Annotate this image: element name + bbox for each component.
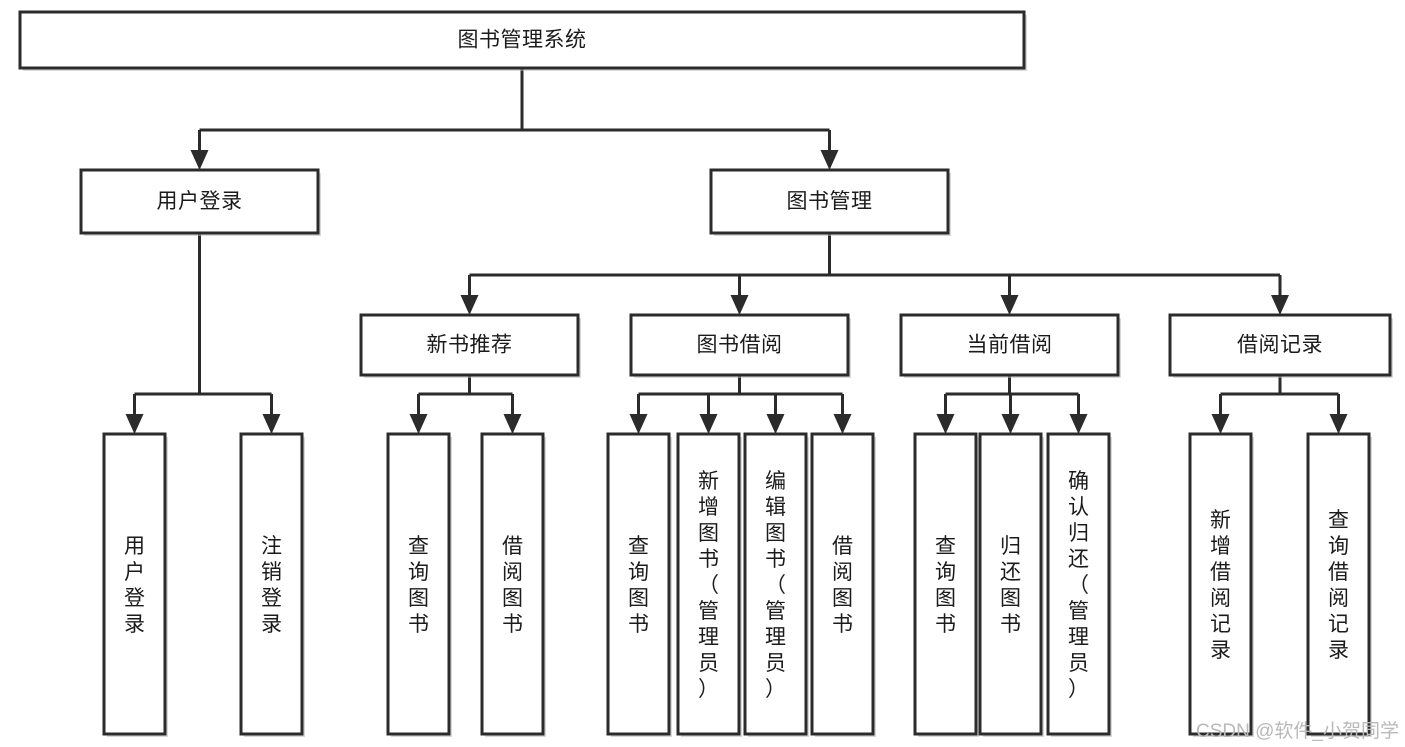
node-rect[interactable] [743,432,808,736]
node-leaf-confirm-return[interactable]: 确认归还（管理员） [1046,432,1112,737]
node-leaf-logout[interactable]: 注销登录 [239,432,305,737]
arrow-head-icon [766,414,785,434]
node-rect[interactable] [676,432,741,736]
arrow-head-icon [1001,414,1020,434]
node-leaf-query-record[interactable]: 查询借阅记录 [1306,432,1372,737]
arrow-head-icon [1211,414,1230,434]
node-leaf-query-book-1[interactable]: 查询图书 [386,432,452,737]
node-rect[interactable] [239,432,304,736]
node-label: 用户登录 [157,190,243,213]
node-rect[interactable] [629,313,850,377]
node-rect[interactable] [102,432,167,736]
arrow-head-icon [936,414,955,434]
node-leaf-query-book-2[interactable]: 查询图书 [606,432,672,737]
connector-group-book-manage [460,233,1289,315]
node-label: 查询图书 [935,535,956,636]
node-new-book-rec[interactable]: 新书推荐 [359,313,581,378]
node-label: 借阅图书 [832,535,853,636]
node-leaf-borrow-book-1[interactable]: 借阅图书 [480,432,546,737]
node-label: 确认归还（管理员） [1068,470,1089,701]
node-rect[interactable] [18,10,1026,70]
node-book-borrow[interactable]: 图书借阅 [629,313,851,378]
arrow-head-icon [629,414,648,434]
arrow-head-icon [1329,414,1348,434]
arrow-head-icon [262,414,281,434]
node-label: 注销登录 [261,535,282,636]
node-leaf-add-book[interactable]: 新增图书（管理员） [676,432,742,737]
node-leaf-edit-book[interactable]: 编辑图书（管理员） [743,432,809,737]
arrow-head-icon [460,295,479,315]
node-label: 归还图书 [1000,535,1021,636]
node-rect[interactable] [899,313,1120,377]
arrow-head-icon [409,414,428,434]
node-rect[interactable] [606,432,671,736]
node-label: 图书管理系统 [458,29,587,52]
arrow-head-icon [125,414,144,434]
arrow-head-icon [820,150,839,170]
arrow-head-icon [833,414,852,434]
connector-group-book-borrow [629,375,852,434]
node-rect[interactable] [913,432,978,736]
node-rect[interactable] [359,313,580,377]
node-label: 新增借阅记录 [1210,509,1231,662]
node-layer: 图书管理系统用户登录图书管理新书推荐图书借阅当前借阅借阅记录用户登录注销登录查询… [18,10,1393,737]
node-label: 查询图书 [408,535,429,636]
node-label: 查询图书 [628,535,649,636]
node-leaf-add-record[interactable]: 新增借阅记录 [1188,432,1254,737]
node-rect[interactable] [386,432,451,736]
node-label: 新书推荐 [427,334,513,357]
node-root[interactable]: 图书管理系统 [18,10,1027,71]
node-label: 用户登录 [124,535,145,636]
node-label: 查询借阅记录 [1328,509,1349,662]
node-label: 借阅图书 [502,535,523,636]
node-leaf-return-book[interactable]: 归还图书 [978,432,1044,737]
node-rect[interactable] [978,432,1043,736]
csdn-watermark: CSDN @软件_小贺同学 [1196,720,1399,742]
connector-group-current-borrow [936,375,1088,434]
node-label: 借阅记录 [1237,334,1323,357]
node-rect[interactable] [810,432,875,736]
node-label: 当前借阅 [967,334,1053,357]
node-book-manage[interactable]: 图书管理 [709,168,951,236]
node-leaf-borrow-book-2[interactable]: 借阅图书 [810,432,876,737]
node-borrow-record[interactable]: 借阅记录 [1168,313,1393,378]
node-rect[interactable] [709,168,950,235]
node-label: 编辑图书（管理员） [765,470,786,701]
node-leaf-user-login[interactable]: 用户登录 [102,432,168,737]
node-leaf-query-book-3[interactable]: 查询图书 [913,432,979,737]
node-user-login[interactable]: 用户登录 [79,168,321,236]
node-label: 图书借阅 [697,334,783,357]
arrow-head-icon [190,150,209,170]
arrow-head-icon [730,295,749,315]
arrow-head-icon [1000,295,1019,315]
node-rect[interactable] [480,432,545,736]
connector-group-new-book-rec [409,375,522,434]
arrow-head-icon [503,414,522,434]
connector-layer [125,68,1348,434]
node-rect[interactable] [1306,432,1371,736]
node-rect[interactable] [1046,432,1111,736]
connector-group-borrow-record [1211,375,1348,434]
arrow-head-icon [1069,414,1088,434]
arrow-head-icon [1271,295,1289,315]
node-rect[interactable] [1188,432,1253,736]
node-current-borrow[interactable]: 当前借阅 [899,313,1121,378]
node-label: 图书管理 [787,190,873,213]
node-rect[interactable] [1168,313,1392,377]
node-label: 新增图书（管理员） [698,470,719,701]
node-rect[interactable] [79,168,320,235]
connector-group-user-login [125,233,281,434]
connector-group-root [190,68,839,170]
arrow-head-icon [699,414,718,434]
